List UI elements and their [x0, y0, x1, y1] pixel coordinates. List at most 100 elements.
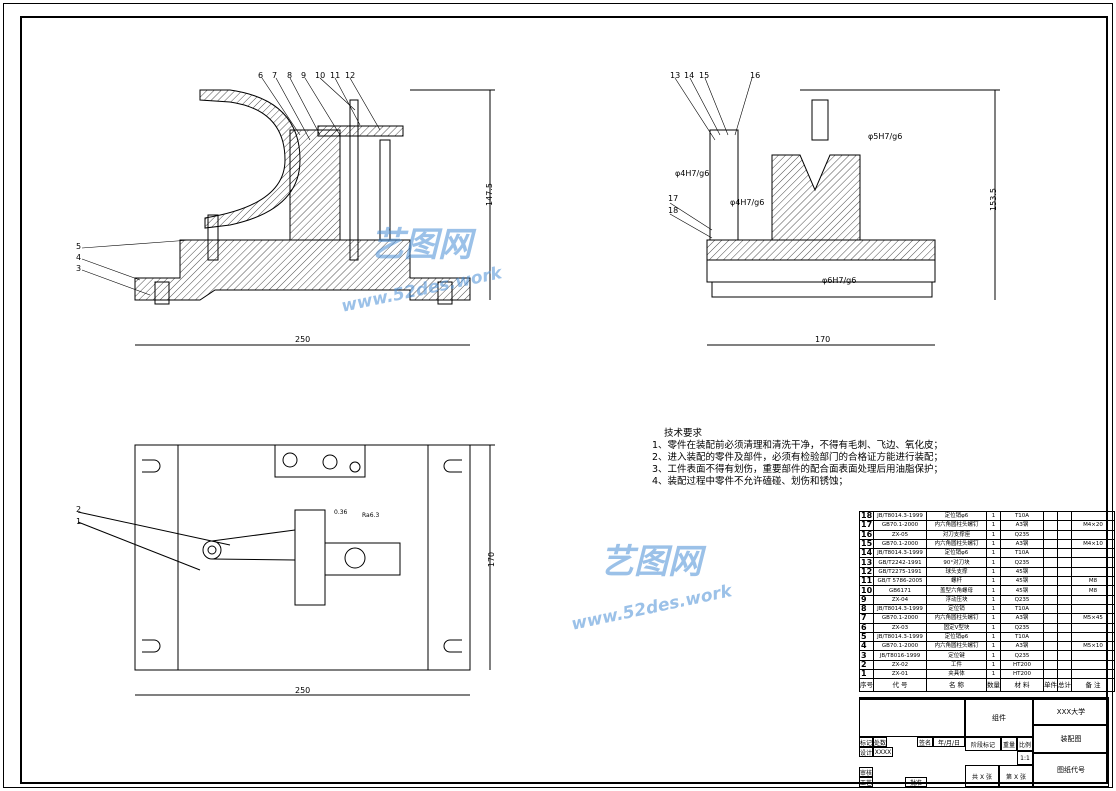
- bom-cell-remark: [1071, 510, 1115, 522]
- bom-cell-material: T10A: [1000, 603, 1044, 615]
- bom-cell-qty: 1: [986, 613, 1001, 624]
- header-unit-weight: 单件: [1043, 678, 1058, 693]
- bom-cell-code: GB70.1-2000: [873, 613, 927, 624]
- dim-width: 250: [295, 335, 311, 344]
- bom-cell-remark: [1071, 566, 1115, 578]
- weight-label: 重量: [1001, 737, 1017, 751]
- part-label: 6: [258, 71, 264, 80]
- bom-cell-tw: [1057, 510, 1072, 522]
- bom-cell-material: A3钢: [1000, 641, 1044, 652]
- bom-cell-uw: [1043, 613, 1058, 624]
- bom-cell-material: Q235: [1000, 557, 1044, 568]
- key-bolt: [154, 281, 170, 305]
- bom-cell-tw: [1057, 576, 1072, 587]
- locating-pin: [207, 214, 219, 261]
- bom-cell-no: 11: [859, 576, 874, 587]
- bom-cell-code: JB/T8016-1999: [873, 650, 927, 661]
- bom-cell-remark: [1071, 631, 1115, 643]
- bom-cell-remark: M8: [1071, 576, 1115, 587]
- bom-cell-material: Q235: [1000, 650, 1044, 661]
- bom-cell-remark: M4×10: [1071, 538, 1115, 550]
- bom-cell-qty: 1: [986, 641, 1001, 652]
- bom-cell-code: GB70.1-2000: [873, 538, 927, 550]
- dim-height: 170: [487, 551, 497, 568]
- bom-cell-no: 3: [859, 650, 874, 661]
- surface-mark: Ra6.3: [362, 512, 380, 519]
- part-label: 1: [76, 517, 82, 526]
- bom-cell-remark: [1071, 622, 1115, 633]
- date-label: 年/月/日: [933, 737, 965, 747]
- bom-cell-tw: [1057, 631, 1072, 643]
- header-name: 名 称: [926, 678, 987, 693]
- design-label: 设计: [859, 747, 873, 757]
- bom-cell-qty: 1: [986, 520, 1001, 531]
- bom-cell-remark: [1071, 650, 1115, 661]
- part-label: 15: [699, 71, 710, 80]
- bom-cell-code: ZX-03: [873, 622, 927, 633]
- front-view: [134, 89, 495, 346]
- bom-header: 序号 代 号 名 称 数量 材 料 单件 总计 备 注: [859, 678, 1115, 693]
- surface-mark: 0.36: [334, 509, 348, 516]
- bom-cell-name: 定位销φ6: [926, 510, 987, 522]
- bom-cell-uw: [1043, 538, 1058, 550]
- bom-cell-remark: [1071, 603, 1115, 615]
- workpiece-section: [199, 89, 301, 229]
- bom-cell-no: 6: [859, 622, 874, 633]
- part-label: 4: [76, 253, 82, 262]
- bom-cell-no: 2: [859, 659, 874, 671]
- bom-cell-tw: [1057, 520, 1072, 531]
- bom-cell-material: A3钢: [1000, 538, 1044, 550]
- bom-cell-tw: [1057, 641, 1072, 652]
- scale-value: 1:1: [1017, 751, 1033, 765]
- bom-cell-material: Q235: [1000, 594, 1044, 605]
- process-label: 工艺: [859, 777, 873, 787]
- part-label: 18: [668, 206, 679, 215]
- mark-label: 标记: [859, 737, 873, 747]
- bom-cell-remark: M5×10: [1071, 641, 1115, 652]
- part-label: 8: [287, 71, 293, 80]
- bom-cell-code: JB/T8014.3-1999: [873, 510, 927, 522]
- bom-cell-uw: [1043, 566, 1058, 578]
- bom-cell-code: GB70.1-2000: [873, 641, 927, 652]
- bom-cell-name: 工件: [926, 659, 987, 671]
- bom-cell-tw: [1057, 659, 1072, 671]
- dim-width: 170: [815, 335, 831, 344]
- bom-cell-material: T10A: [1000, 631, 1044, 643]
- bom-cell-tw: [1057, 585, 1072, 596]
- bom-cell-no: 12: [859, 566, 874, 578]
- bom-cell-no: 5: [859, 631, 874, 643]
- leader-lines: [81, 77, 753, 296]
- bom-cell-tw: [1057, 594, 1072, 605]
- bom-cell-material: HT200: [1000, 659, 1044, 671]
- header-code: 代 号: [873, 678, 927, 693]
- sheet-number: 第 X 张: [999, 765, 1033, 787]
- bom-cell-code: JB/T8014.3-1999: [873, 631, 927, 643]
- bom-cell-qty: 1: [986, 622, 1001, 633]
- side-view: [706, 89, 1000, 346]
- bom-cell-name: 夹具体: [926, 669, 987, 680]
- bom-cell-remark: M8: [1071, 585, 1115, 596]
- part-label: 13: [670, 71, 681, 80]
- drawing-frame: [20, 16, 1108, 784]
- bom-cell-qty: 1: [986, 548, 1001, 559]
- bom-cell-qty: 1: [986, 510, 1001, 522]
- bom-cell-code: JB/T8014.3-1999: [873, 603, 927, 615]
- dim-height: 153.5: [988, 188, 998, 211]
- bom-cell-qty: 1: [986, 566, 1001, 578]
- header-material: 材 料: [1000, 678, 1044, 693]
- header-total-weight: 总计: [1057, 678, 1072, 693]
- bom-cell-material: A3钢: [1000, 613, 1044, 624]
- bom-cell-material: T10A: [1000, 510, 1044, 522]
- fit-annotation: φ6H7/g6: [822, 276, 857, 285]
- fixture-base-section: [134, 239, 471, 301]
- bom-cell-name: 定位销φ6: [926, 548, 987, 559]
- bom-cell-uw: [1043, 510, 1058, 522]
- bom-cell-no: 10: [859, 585, 874, 596]
